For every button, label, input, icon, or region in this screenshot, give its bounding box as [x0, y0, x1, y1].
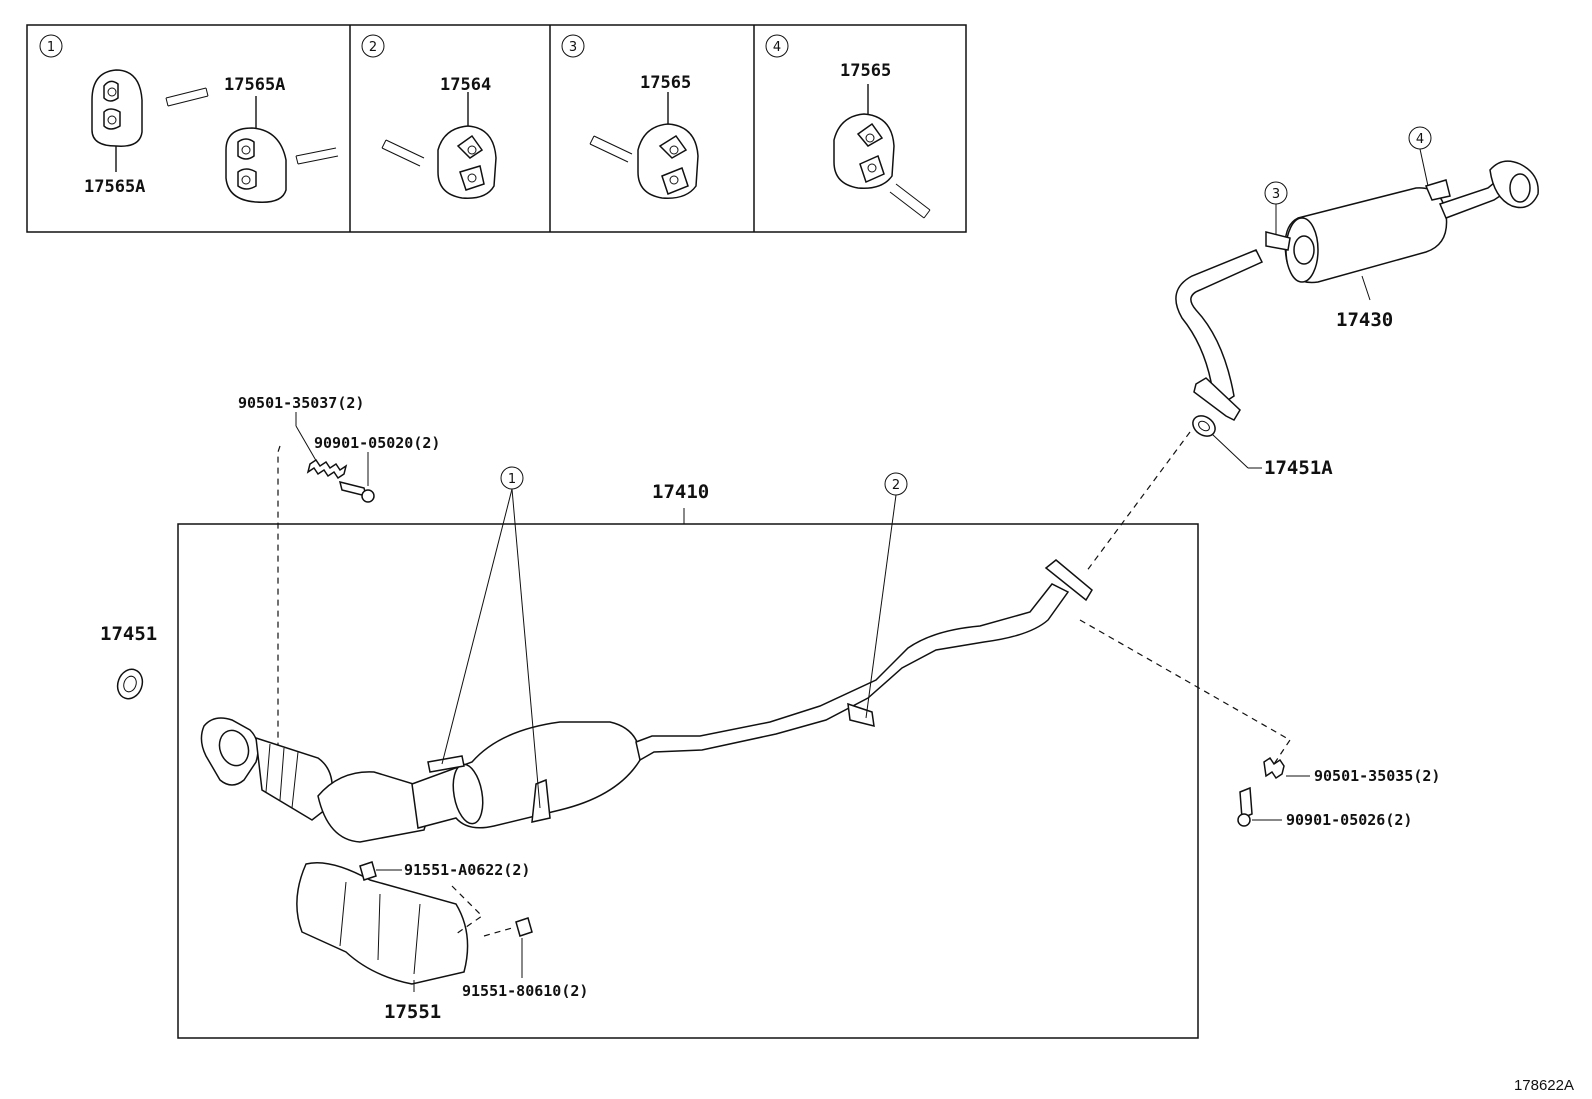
inset-panel-2: 2 17564	[361, 34, 497, 199]
panel-2-label: 17564	[440, 75, 491, 95]
exhaust-pipe-17410	[200, 559, 1093, 843]
panel-2-circle	[361, 34, 385, 58]
callout-4-number: 4	[1416, 132, 1424, 147]
panel-3-label: 17565	[640, 73, 691, 93]
panel-2-number: 2	[369, 40, 377, 55]
inset-panels: 1 17565A 17565A	[26, 24, 967, 233]
muffler-assembly	[1175, 160, 1539, 437]
callout-hanger-3: 3	[1264, 181, 1288, 234]
bolt-lower	[515, 917, 533, 937]
front-fasteners: 90501-35037(2) 90901-05020(2)	[238, 394, 440, 790]
label-front-spring: 90501-35037(2)	[238, 394, 364, 412]
label-rear-bolt: 90901-05026(2)	[1286, 811, 1412, 829]
label-muffler: 17430	[1336, 309, 1393, 331]
rear-fasteners: 90501-35035(2) 90901-05026(2)	[1079, 619, 1440, 829]
rear-spring	[1263, 756, 1285, 780]
callout-hanger-1: 1	[441, 466, 541, 809]
label-muffler-gasket: 17451A	[1264, 457, 1333, 479]
insulator-bolts: 91551-A0622(2) 91551-80610(2)	[359, 861, 588, 1000]
front-gasket: 17451	[100, 623, 157, 700]
panel-3-circle	[561, 34, 585, 58]
callout-hanger-4: 4	[1408, 126, 1432, 187]
label-insulator-bolt-lower: 91551-80610(2)	[462, 982, 588, 1000]
heat-insulator-17551: 17551	[296, 861, 483, 1023]
callout-hanger-2: 2	[865, 472, 908, 719]
front-spring	[306, 458, 348, 480]
panel-4-number: 4	[773, 40, 781, 55]
panel-1-label-a: 17565A	[224, 75, 285, 95]
panel-4-circle	[765, 34, 789, 58]
figure-code: 178622A	[1514, 1077, 1574, 1094]
panel-1-circle	[39, 34, 63, 58]
bolt-upper	[359, 861, 377, 881]
assembly-box-17410	[177, 523, 1199, 1039]
inset-panel-3: 3 17565	[561, 34, 699, 199]
label-front-bolt: 90901-05020(2)	[314, 434, 440, 452]
label-front-gasket: 17451	[100, 623, 157, 645]
hanger-17565	[637, 123, 699, 199]
hanger-17565a-lower	[225, 127, 287, 203]
inset-frame	[26, 24, 967, 233]
callout-1-number: 1	[508, 472, 516, 487]
callout-3-number: 3	[1272, 187, 1280, 202]
label-heat-insulator: 17551	[384, 1001, 441, 1023]
inset-panel-1: 1 17565A 17565A	[39, 34, 339, 203]
hanger-17565a-upper	[91, 69, 143, 147]
hanger-17564	[437, 125, 497, 199]
panel-1-number: 1	[47, 40, 55, 55]
panel-3-number: 3	[569, 40, 577, 55]
hanger-17565-b	[833, 113, 895, 189]
panel-1-label-b: 17565A	[84, 177, 145, 197]
label-rear-spring: 90501-35035(2)	[1314, 767, 1440, 785]
panel-4-label: 17565	[840, 61, 891, 81]
rear-bolt	[1239, 786, 1253, 820]
callout-2-number: 2	[892, 478, 900, 493]
label-exhaust-pipe: 17410	[652, 481, 709, 503]
inset-panel-4: 4 17565	[765, 34, 931, 219]
label-insulator-bolt-upper: 91551-A0622(2)	[404, 861, 530, 879]
